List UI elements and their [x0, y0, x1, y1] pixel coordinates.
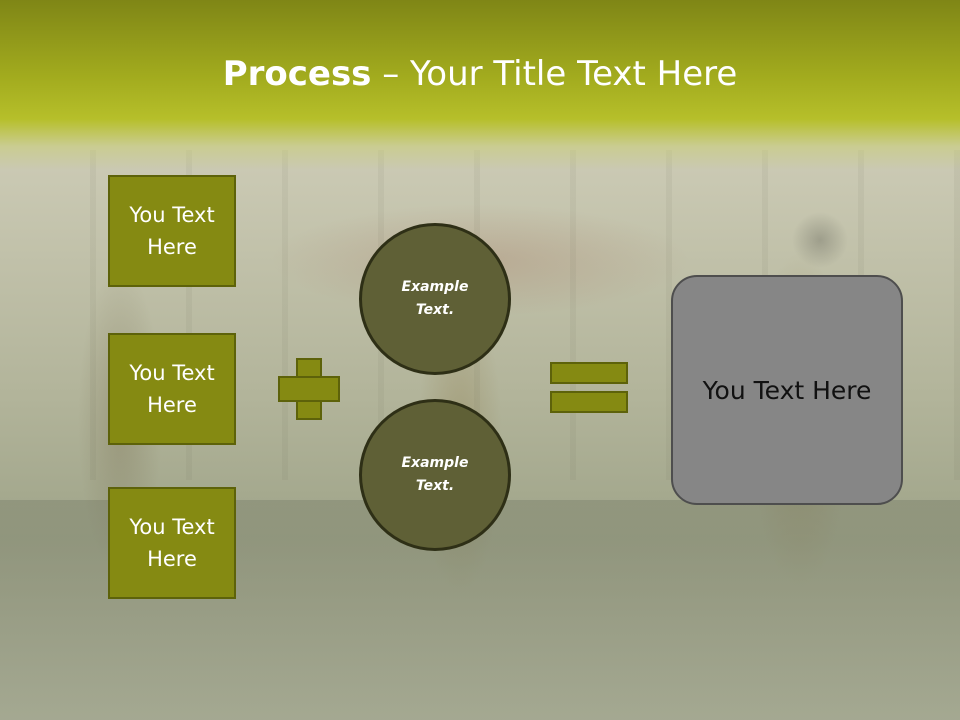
equals-top-bar [550, 362, 628, 384]
title-rest: – Your Title Text Here [371, 54, 738, 94]
text-box-1: You Text Here [108, 175, 236, 287]
example-circle-1-label: Example Text. [401, 279, 469, 318]
example-circle-2: Example Text. [359, 399, 511, 551]
text-box-2: You Text Here [108, 333, 236, 445]
equals-bottom-bar [550, 391, 628, 413]
result-box: You Text Here [671, 275, 903, 505]
text-box-3: You Text Here [108, 487, 236, 599]
example-circle-1: Example Text. [359, 223, 511, 375]
text-box-3-label: You Text Here [129, 515, 215, 571]
text-box-1-label: You Text Here [129, 203, 215, 259]
title-bold: Process [222, 54, 372, 94]
result-box-label: You Text Here [702, 375, 872, 405]
example-circle-2-label: Example Text. [401, 455, 469, 494]
text-box-2-label: You Text Here [129, 361, 215, 417]
plus-horizontal-bar [278, 376, 340, 402]
title-banner [0, 0, 960, 170]
slide-title: Process – Your Title Text Here [0, 52, 960, 96]
